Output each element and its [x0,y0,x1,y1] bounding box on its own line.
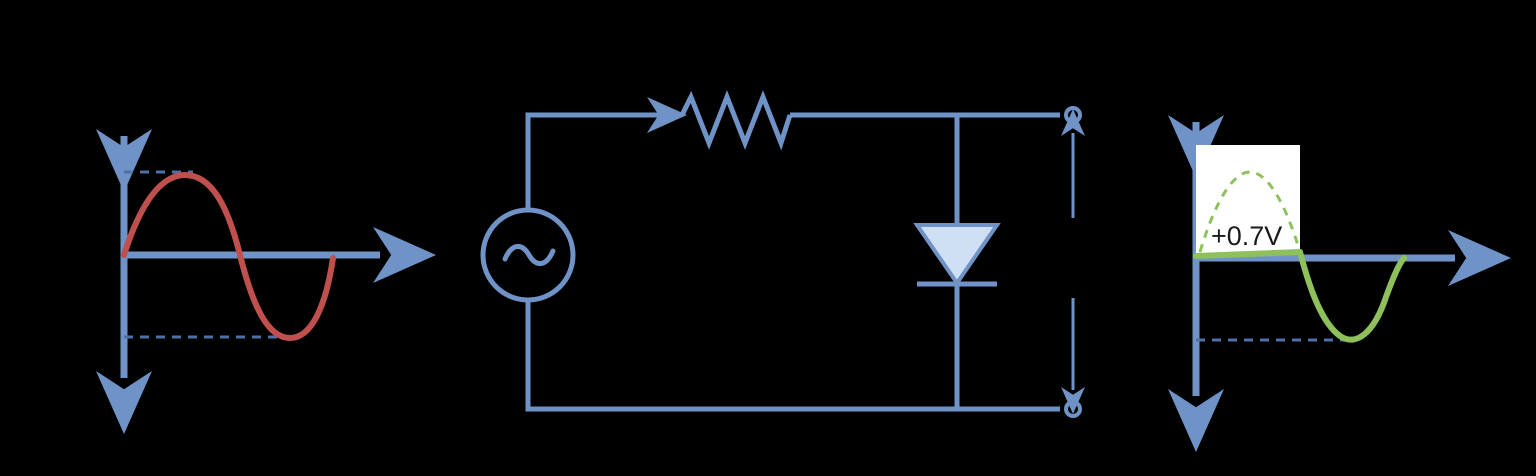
input-waveform-graph [96,129,436,434]
resistor-zigzag [679,90,793,151]
output-unclipped-dashed-arc-overlay [1198,170,1302,253]
clip-voltage-label: +0.7V [1211,221,1282,251]
output-clipped-curve [1193,249,1407,343]
ac-source-sine-symbol [502,244,556,266]
output-waveform-graph: +0.7V [1168,115,1511,452]
output-terminal-bottom[interactable] [1064,400,1082,418]
diode-triangle [913,223,1001,287]
diode-clipper-circuit [480,90,1085,418]
input-sine-curve [121,171,336,342]
clip-label-box [1196,145,1300,255]
output-terminal-top[interactable] [1064,106,1082,124]
wire-source-bottom-rail [525,255,1060,412]
